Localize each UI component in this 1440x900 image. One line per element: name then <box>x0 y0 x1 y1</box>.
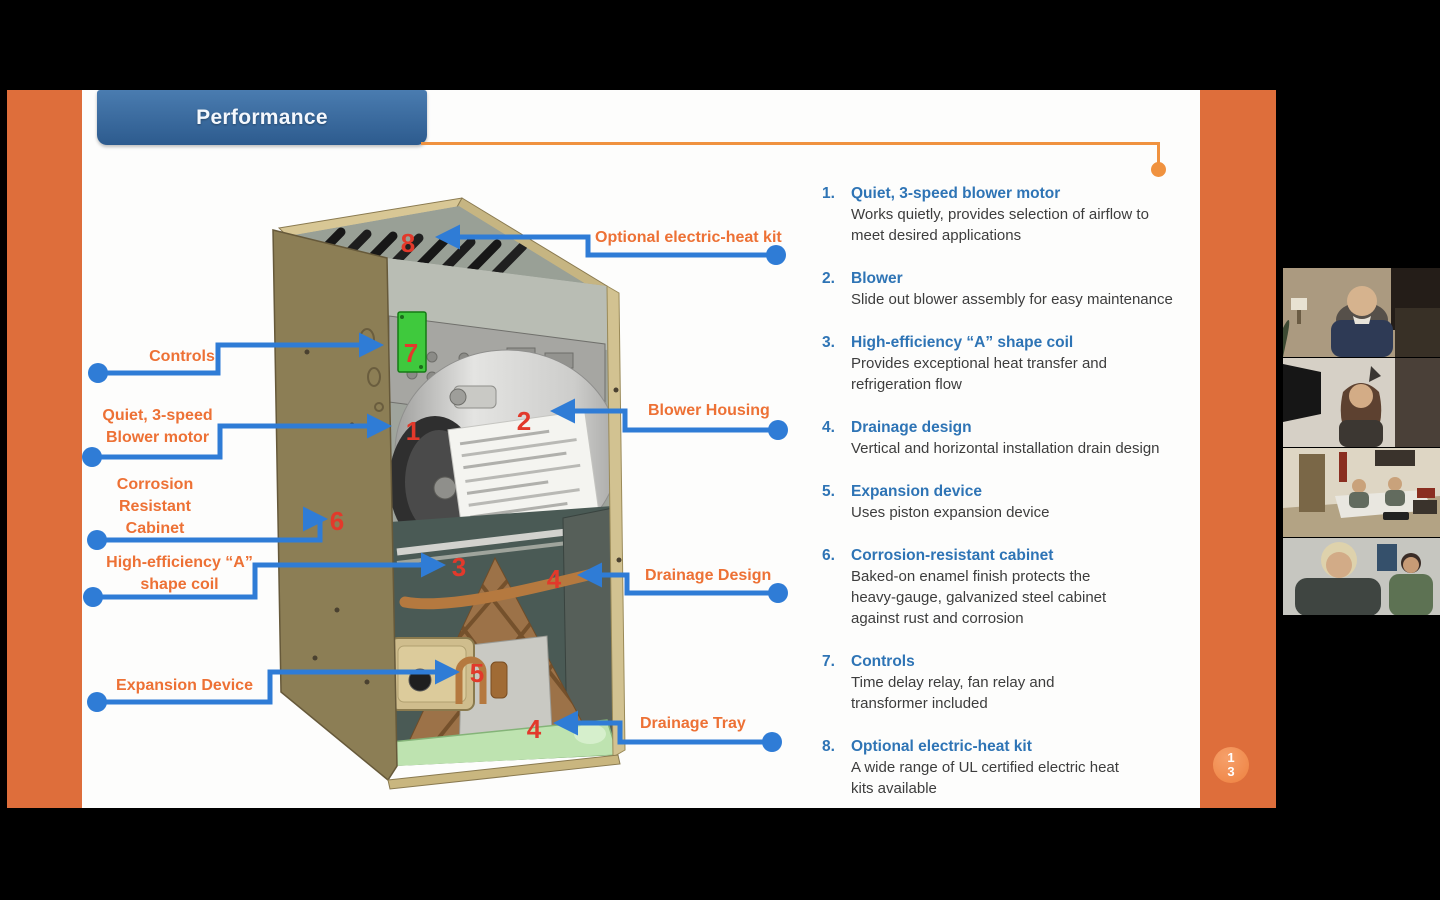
diagram-part-numbers: 8 7 1 2 6 3 4 5 4 <box>330 228 562 744</box>
feature-heading: High-efficiency “A” shape coil <box>851 334 1074 351</box>
title-connector-line <box>421 142 1160 145</box>
callout-label-a-coil: High-efficiency “A” shape coil <box>106 554 253 593</box>
feature-body: Works quietly, provides selection of air… <box>851 206 1149 244</box>
feature-body: Uses piston expansion device <box>851 504 1050 521</box>
part-number-1: 1 <box>406 416 420 446</box>
list-item: 7. Controls Time delay relay, fan relay … <box>822 651 1204 714</box>
callout-label-drainage-design: Drainage Design <box>645 567 772 584</box>
slide-right-accent-bar <box>1200 90 1276 808</box>
part-number-6: 6 <box>330 506 344 536</box>
part-number-4: 4 <box>547 564 562 594</box>
callout-label-controls: Controls <box>149 348 215 365</box>
webcam-scene-woman-office <box>1283 358 1440 447</box>
feature-heading: Drainage design <box>851 419 972 436</box>
part-number-3: 3 <box>452 552 466 582</box>
feature-heading: Corrosion-resistant cabinet <box>851 547 1054 564</box>
list-item: 5. Expansion device Uses piston expansio… <box>822 481 1204 523</box>
feature-body: Vertical and horizontal installation dra… <box>851 440 1160 457</box>
list-item: 4. Drainage design Vertical and horizont… <box>822 417 1204 459</box>
list-item: 1. Quiet, 3-speed blower motor Works qui… <box>822 183 1204 246</box>
callout-label-cabinet: Corrosion Resistant Cabinet <box>116 476 194 537</box>
callout-label-blower-motor: Quiet, 3-speed Blower motor <box>102 407 213 446</box>
spec-label <box>447 410 601 538</box>
list-item: 2. Blower Slide out blower assembly for … <box>822 268 1204 310</box>
webcam-scene-conference-room <box>1283 448 1440 537</box>
callout-endpoint-dots <box>82 245 788 752</box>
participant-video-1[interactable] <box>1283 268 1440 357</box>
shared-screen-slide: Performance <box>7 90 1276 808</box>
page-title: Performance <box>196 105 328 129</box>
slide-title-banner: Performance <box>97 90 427 145</box>
feature-heading: Controls <box>851 653 915 670</box>
copper-pipe <box>399 568 598 610</box>
feature-heading: Optional electric-heat kit <box>851 738 1032 755</box>
participant-video-strip <box>1283 268 1440 628</box>
cabinet-left-panel <box>272 229 398 782</box>
feature-body: Time delay relay, fan relay and transfor… <box>851 674 1055 712</box>
part-number-4b: 4 <box>527 714 542 744</box>
webcam-scene-two-women <box>1283 538 1440 627</box>
feature-body: Provides exceptional heat transfer and r… <box>851 355 1107 393</box>
participant-video-4[interactable] <box>1283 538 1440 627</box>
air-handler-diagram: 8 7 1 2 6 3 4 5 4 <box>82 197 788 790</box>
callout-label-expansion: Expansion Device <box>116 677 253 694</box>
title-connector-elbow <box>1157 142 1160 163</box>
slide-number-badge: 1 3 <box>1213 747 1249 783</box>
feature-body: Slide out blower assembly for easy maint… <box>851 291 1173 308</box>
participant-video-3[interactable] <box>1283 448 1440 537</box>
part-number-2: 2 <box>517 406 531 436</box>
participant-video-2[interactable] <box>1283 358 1440 447</box>
air-handler-illustration <box>272 197 626 790</box>
callout-label-heat-kit: Optional electric-heat kit <box>595 229 782 246</box>
list-item: 8. Optional electric-heat kit A wide ran… <box>822 736 1204 799</box>
part-number-7: 7 <box>404 338 418 368</box>
title-connector-dot-icon <box>1151 162 1166 177</box>
slide-left-accent-bar <box>7 90 82 808</box>
webcam-scene-man-office <box>1283 268 1440 357</box>
part-number-5: 5 <box>470 658 484 688</box>
part-number-8: 8 <box>401 228 415 258</box>
list-item: 3. High-efficiency “A” shape coil Provid… <box>822 332 1204 395</box>
feature-heading: Expansion device <box>851 483 982 500</box>
callout-label-blower-housing: Blower Housing <box>648 402 770 419</box>
feature-body: Baked-on enamel finish protects the heav… <box>851 568 1107 627</box>
callout-label-drainage-tray: Drainage Tray <box>640 715 746 732</box>
feature-body: A wide range of UL certified electric he… <box>851 759 1119 797</box>
control-board <box>397 311 427 373</box>
feature-heading: Quiet, 3-speed blower motor <box>851 185 1061 202</box>
feature-list: 1. Quiet, 3-speed blower motor Works qui… <box>822 183 1204 808</box>
feature-heading: Blower <box>851 270 903 287</box>
callout-leader-lines <box>92 224 778 745</box>
list-item: 6. Corrosion-resistant cabinet Baked-on … <box>822 545 1204 629</box>
